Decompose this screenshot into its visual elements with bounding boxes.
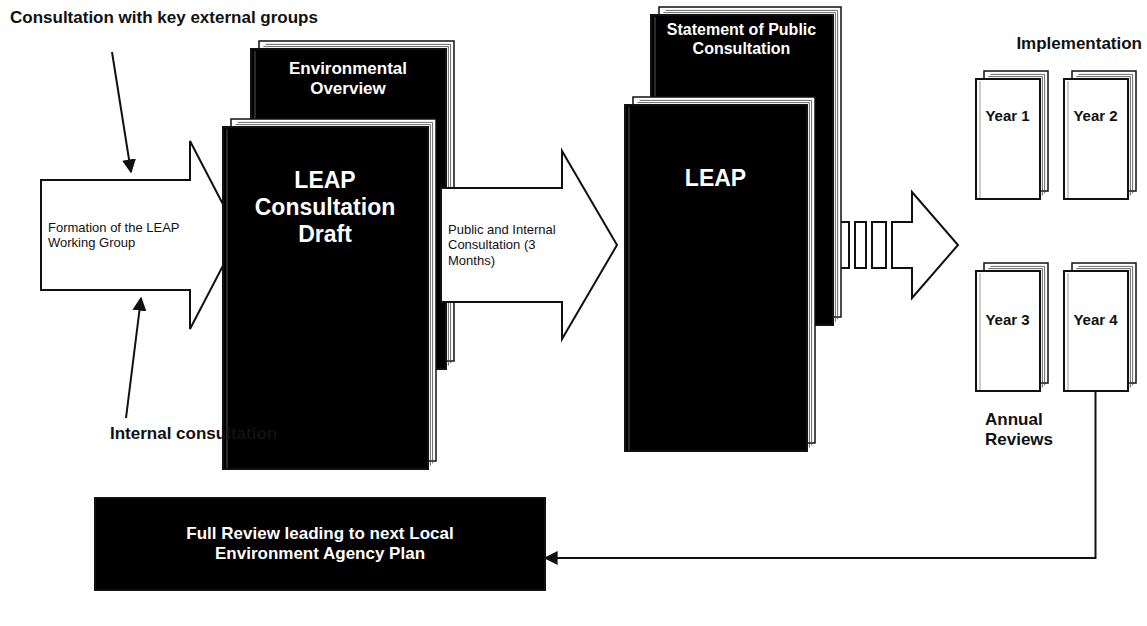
node-text: LEAP bbox=[632, 165, 799, 192]
striped-arrow bbox=[826, 192, 958, 298]
arrow-shape bbox=[441, 151, 617, 339]
book-spine bbox=[227, 129, 228, 468]
text-holder: Year 2 bbox=[1063, 79, 1128, 200]
year-book: Year 2 bbox=[1063, 70, 1137, 200]
year-book: Year 1 bbox=[975, 70, 1049, 200]
book-cover bbox=[1064, 79, 1128, 199]
book-cover bbox=[223, 127, 428, 469]
book-spine bbox=[1068, 273, 1069, 390]
text-holder: Year 1 bbox=[975, 79, 1040, 200]
arrow-shape bbox=[41, 141, 239, 329]
book-outline bbox=[624, 96, 816, 452]
annotation-label: Internal consultation bbox=[110, 424, 350, 444]
annotation-label: Consultation with key external groups bbox=[10, 8, 340, 28]
text-holder: LEAP Consultation Draft bbox=[222, 127, 428, 470]
section-label: Annual Reviews bbox=[985, 410, 1065, 451]
node-text: Year 2 bbox=[1067, 107, 1124, 125]
section-label: Implementation bbox=[1000, 34, 1142, 54]
node-text: Year 1 bbox=[979, 107, 1036, 125]
box-shape bbox=[95, 498, 545, 590]
node-text: Year 4 bbox=[1067, 311, 1124, 329]
node-text: Full Review leading to next Local Enviro… bbox=[170, 524, 470, 564]
node-text: Public and Internal Consultation (3 Mont… bbox=[448, 222, 568, 268]
node-text: Year 3 bbox=[979, 311, 1036, 329]
text-holder: Formation of the LEAP Working Group bbox=[40, 180, 200, 290]
book-spine bbox=[980, 81, 981, 198]
book-spine bbox=[1068, 81, 1069, 198]
node-text: Statement of Public Consultation bbox=[656, 21, 827, 59]
review-box: Full Review leading to next Local Enviro… bbox=[95, 498, 545, 590]
book-cover bbox=[1064, 271, 1128, 391]
node-text: Formation of the LEAP Working Group bbox=[48, 220, 194, 251]
book-cover bbox=[976, 271, 1040, 391]
book-spine bbox=[980, 273, 981, 390]
document-book: LEAP bbox=[624, 96, 816, 452]
process-arrow: Public and Internal Consultation (3 Mont… bbox=[440, 150, 618, 340]
process-arrow: Formation of the LEAP Working Group bbox=[40, 140, 240, 330]
node-text: Environmental Overview bbox=[258, 59, 438, 99]
document-book: LEAP Consultation Draft bbox=[222, 118, 437, 470]
book-outline bbox=[975, 70, 1049, 200]
leader-line bbox=[112, 52, 131, 172]
year-book: Year 4 bbox=[1063, 262, 1137, 392]
text-holder: Year 3 bbox=[975, 271, 1040, 392]
text-holder: Public and Internal Consultation (3 Mont… bbox=[440, 188, 572, 302]
year-book: Year 3 bbox=[975, 262, 1049, 392]
node-text: LEAP Consultation Draft bbox=[230, 167, 420, 248]
book-outline bbox=[1063, 70, 1137, 200]
book-cover bbox=[976, 79, 1040, 199]
book-spine bbox=[629, 107, 630, 450]
text-holder: Full Review leading to next Local Enviro… bbox=[95, 498, 545, 590]
leader-line bbox=[126, 298, 141, 418]
text-holder: LEAP bbox=[624, 105, 807, 452]
text-holder: Year 4 bbox=[1063, 271, 1128, 392]
book-cover bbox=[625, 105, 807, 451]
